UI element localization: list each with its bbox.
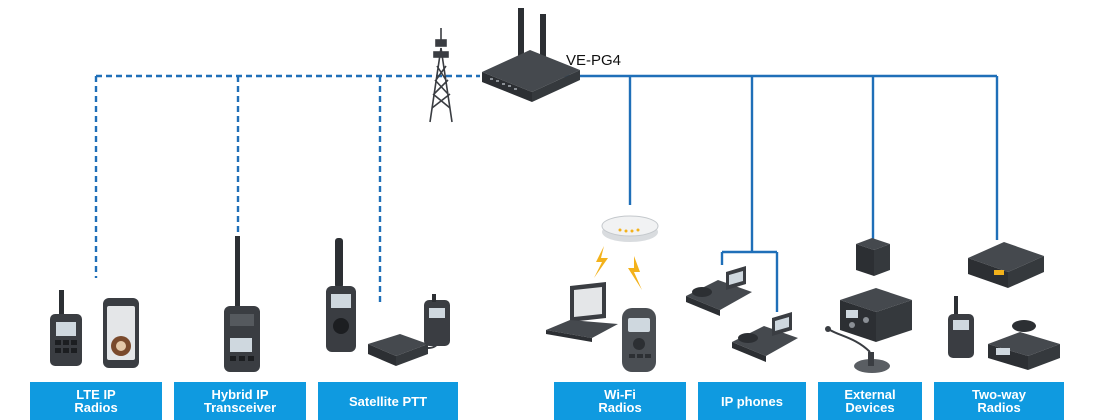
label-hybrid-ip-transceiver: Hybrid IP Transceiver bbox=[174, 382, 306, 420]
external-device-icon bbox=[856, 238, 890, 276]
laptop-icon bbox=[546, 282, 618, 342]
handheld-radio-icon bbox=[948, 296, 974, 358]
wifi-signal-icon bbox=[594, 246, 642, 290]
external-device-icon bbox=[840, 288, 912, 342]
ip-phone-icon bbox=[686, 266, 752, 316]
gateway-name: VE-PG4 bbox=[566, 52, 622, 69]
cell-tower-icon bbox=[429, 28, 453, 123]
access-point-icon bbox=[601, 215, 659, 242]
mobile-radio-icon bbox=[988, 320, 1060, 370]
label-two-way-radios: Two-way Radios bbox=[934, 382, 1064, 420]
microphone-icon bbox=[825, 326, 890, 373]
lan-solid-links bbox=[560, 74, 999, 312]
label-lte-ip-radios: LTE IP Radios bbox=[30, 382, 162, 420]
label-wifi-radios: Wi-Fi Radios bbox=[554, 382, 686, 420]
handheld-radio-icon bbox=[50, 290, 82, 366]
router-icon bbox=[482, 8, 580, 102]
label-external-devices: External Devices bbox=[818, 382, 922, 420]
handheld-radio-icon bbox=[224, 236, 260, 372]
label-satellite-ptt: Satellite PTT bbox=[318, 382, 458, 420]
smartphone-icon bbox=[103, 298, 139, 368]
lte-dashed-links bbox=[94, 74, 480, 305]
ip-phone-icon bbox=[732, 312, 798, 362]
satellite-ptt-icon bbox=[326, 238, 450, 366]
mobile-radio-icon bbox=[968, 242, 1044, 288]
label-ip-phones: IP phones bbox=[698, 382, 806, 420]
handheld-radio-icon bbox=[622, 308, 656, 372]
